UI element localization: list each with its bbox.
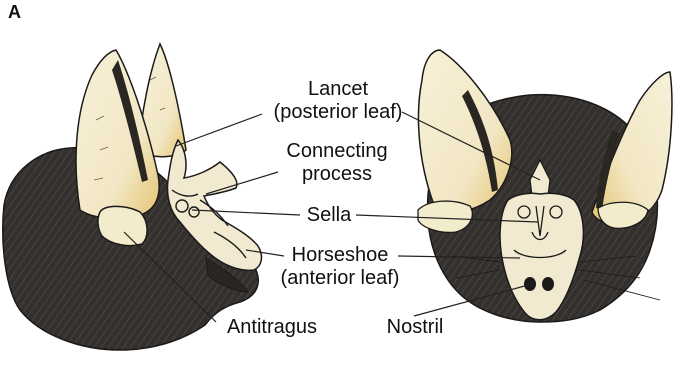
- label-horseshoe-line1: Horseshoe: [262, 244, 418, 267]
- bat-front-view: [418, 50, 672, 322]
- label-connecting-line2: process: [272, 163, 402, 186]
- front-nostril-right: [542, 277, 554, 291]
- panel-letter: A: [8, 2, 21, 23]
- label-connecting-line1: Connecting: [272, 140, 402, 163]
- label-sella: Sella: [300, 204, 358, 227]
- label-antitragus: Antitragus: [212, 316, 332, 339]
- label-horseshoe-line2: (anterior leaf): [262, 267, 418, 290]
- label-lancet-line2: (posterior leaf): [258, 101, 418, 124]
- front-left-antitragus: [418, 201, 472, 232]
- bat-side-view: [3, 44, 262, 350]
- label-horseshoe: Horseshoe (anterior leaf): [262, 244, 418, 290]
- label-lancet: Lancet (posterior leaf): [258, 78, 418, 124]
- label-connecting-process: Connecting process: [272, 140, 402, 186]
- label-nostril: Nostril: [370, 316, 460, 339]
- leader-lancet-left: [176, 114, 262, 146]
- label-lancet-line1: Lancet: [258, 78, 418, 101]
